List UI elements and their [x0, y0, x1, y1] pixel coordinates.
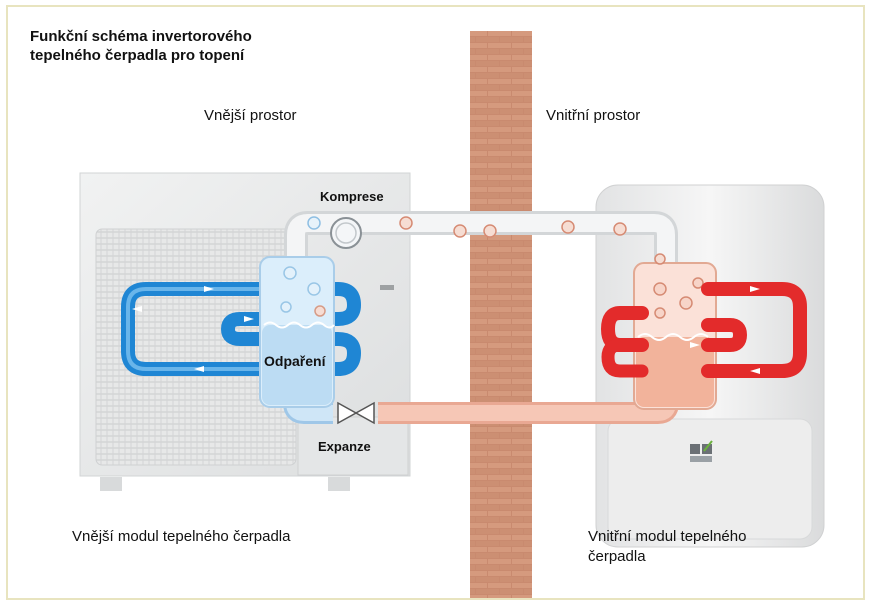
heat-pump-diagram — [79, 31, 825, 598]
indoor-space-label: Vnitřní prostor — [546, 107, 641, 124]
refrigerant-bubbles — [307, 216, 666, 265]
expansion-label: Expanze — [318, 439, 371, 454]
outdoor-module-label: Vnější modul tepelného čerpadla — [72, 528, 291, 545]
logo-icon — [690, 440, 713, 462]
compression-label: Komprese — [320, 189, 384, 204]
valve-icon — [337, 401, 375, 425]
arrow-icon — [690, 286, 760, 374]
evaporation-label: Odpaření — [264, 353, 326, 369]
brick-wall — [470, 31, 532, 598]
hot-loop — [601, 282, 807, 378]
indoor-module-label: Vnitřní modul tepelného čerpadla — [588, 528, 747, 565]
diagram-frame: Funkční schéma invertorového tepelného č… — [6, 5, 865, 600]
evaporator-tank — [259, 256, 335, 408]
diagram-title: Funkční schéma invertorového tepelného č… — [30, 28, 252, 64]
condenser-tank — [633, 262, 717, 410]
compressor-icon — [330, 217, 362, 249]
arrow-icon — [132, 286, 254, 372]
outdoor-space-label: Vnější prostor — [204, 107, 297, 124]
